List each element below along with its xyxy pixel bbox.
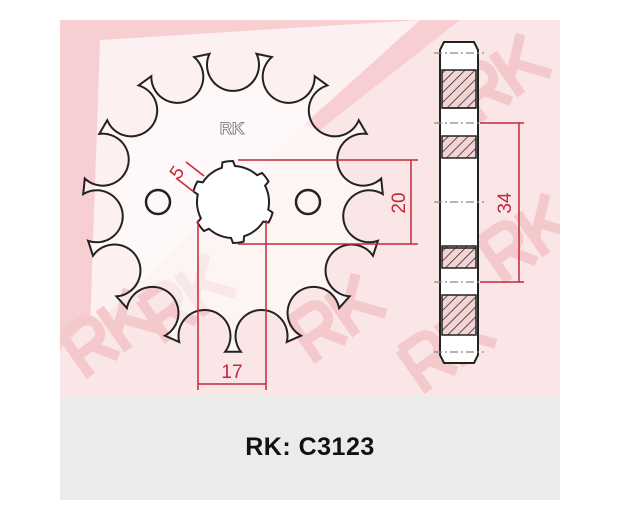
dimension-34-label: 34 [495,192,516,214]
bolt-hole-right [294,188,322,216]
dimension-20 [238,159,418,245]
bolt-hole-left [144,188,172,216]
spline-bore [192,159,274,245]
dimension-17-label: 17 [221,362,242,383]
hatched-section [441,135,477,159]
part-number-label: RK: C3123 [245,433,375,461]
hatched-section [441,245,477,269]
dimension-34 [480,122,524,283]
dimension-20-label: 20 [389,192,410,213]
hatched-section [441,69,477,109]
dimension-17 [197,220,267,390]
dimension-5 [175,161,205,193]
rk-logo: RK [220,119,245,138]
hatched-section [441,294,477,336]
sprocket-drawing: RK 20 17 5 34 [60,20,560,395]
caption-band: RK: C3123 [60,395,560,500]
side-view [434,41,484,364]
